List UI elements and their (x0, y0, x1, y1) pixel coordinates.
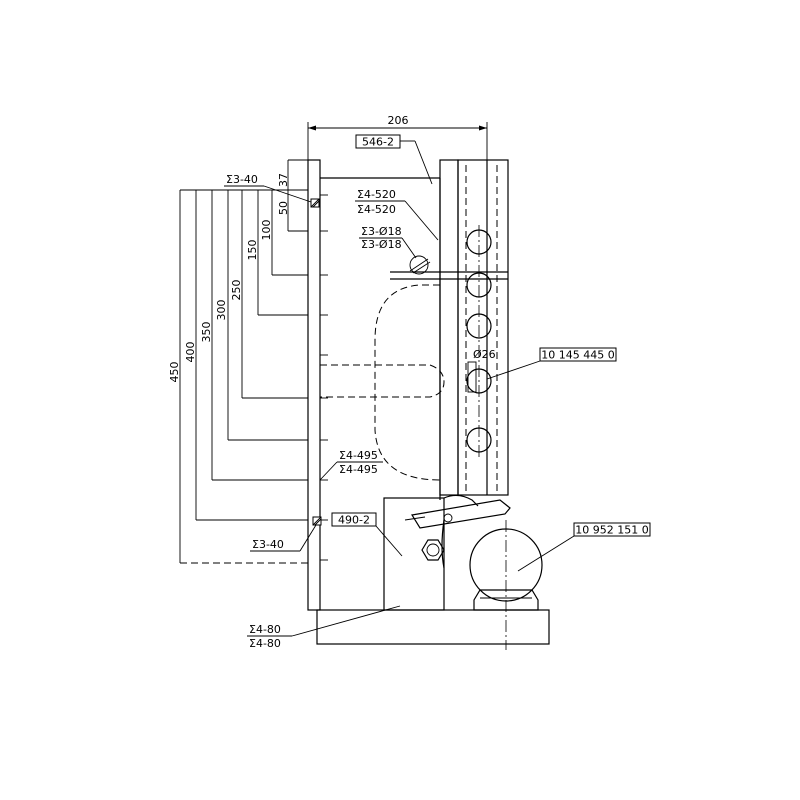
weld-note-3-40-bottom: Σ3-40 (250, 516, 322, 552)
dimension-chain: 37 50 100 150 250 300 350 400 450 (168, 159, 308, 564)
rail-holes (466, 225, 492, 460)
dim-450-label: 450 (168, 362, 181, 383)
dim-150-label: 150 (246, 240, 259, 261)
dim-350-label: 350 (200, 322, 213, 343)
ref-145-text: 10 145 445 0 (541, 349, 614, 362)
weld-note-3-18: Σ3-Ø18 Σ3-Ø18 (359, 225, 417, 259)
dim-250-label: 250 (230, 280, 243, 301)
weld-note-4-495: Σ4-495 Σ4-495 (319, 449, 383, 481)
weld-note-3-40-top: Σ3-40 (224, 173, 320, 208)
weld-4-80-a-text: Σ4-80 (249, 623, 281, 636)
weld-note-4-80: Σ4-80 Σ4-80 (247, 605, 401, 650)
weld-3-40-top-text: Σ3-40 (226, 173, 258, 186)
dimension-overall-width: 206 (307, 114, 488, 170)
dim-37-label: 37 (277, 173, 290, 187)
plate-ticks (320, 194, 328, 561)
hole-diameter-note: Ø26 (467, 348, 496, 393)
dim-400-label: 400 (184, 342, 197, 363)
weld-4-520-a-text: Σ4-520 (357, 188, 396, 201)
weld-note-4-520: Σ4-520 Σ4-520 (355, 188, 439, 241)
part-546-2-text: 546-2 (362, 136, 394, 149)
weld-3-40-bottom-text: Σ3-40 (252, 538, 284, 551)
weld-4-80-b-text: Σ4-80 (249, 637, 281, 650)
weld-4-520-b-text: Σ4-520 (357, 203, 396, 216)
lower-bracket: 490-2 (331, 494, 511, 611)
right-rail (390, 159, 509, 496)
dim-206-label: 206 (388, 114, 409, 127)
weld-4-495-a-text: Σ4-495 (339, 449, 378, 462)
ref-952-text: 10 952 151 0 (575, 524, 648, 537)
hidden-contour (320, 284, 445, 481)
weld-4-495-b-text: Σ4-495 (339, 463, 378, 476)
dim-50-label: 50 (277, 201, 290, 215)
base-plate (308, 609, 550, 645)
part-490-2-text: 490-2 (338, 514, 370, 527)
dim-300-label: 300 (215, 300, 228, 321)
tow-ball: 10 952 151 0 (469, 520, 651, 650)
dim-100-label: 100 (260, 220, 273, 241)
hole-dia-text: Ø26 (473, 348, 496, 361)
part-label-546-2: 546-2 (355, 134, 433, 185)
ref-label-10-145-445-0: 10 145 445 0 (486, 347, 617, 380)
weld-3-18-b-text: Σ3-Ø18 (361, 238, 402, 251)
weld-3-18-a-text: Σ3-Ø18 (361, 225, 402, 238)
